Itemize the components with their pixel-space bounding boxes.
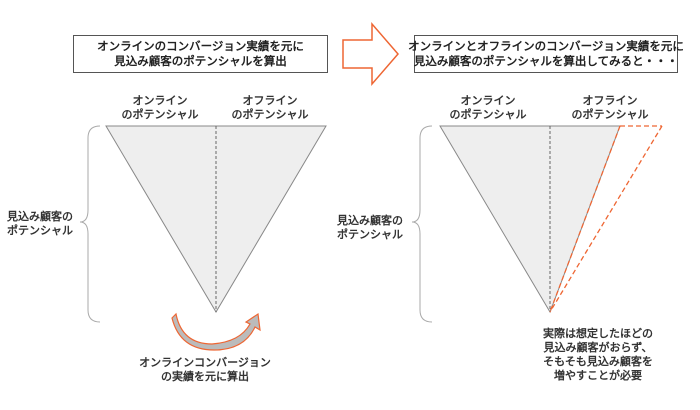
left-axis-label-line-2: ポテンシャル <box>7 224 73 237</box>
right-title-line-1: オンラインとオフラインのコンバージョン実績を元に <box>408 39 684 53</box>
left-offline-label: オフライン のポテンシャル <box>222 94 318 122</box>
right-online-label-line-1: オンライン <box>460 94 516 107</box>
left-curved-arrow <box>171 312 261 351</box>
left-bottom-note-line-2: の実績を元に算出 <box>161 370 249 383</box>
right-axis-label-line-1: 見込み顧客の <box>337 214 403 227</box>
left-axis-label: 見込み顧客の ポテンシャル <box>2 210 78 238</box>
right-bottom-note-line-2: 見込み顧客がおらず、 <box>543 341 653 354</box>
right-offline-label-line-2: のポテンシャル <box>571 108 649 121</box>
right-axis-label: 見込み顧客の ポテンシャル <box>332 214 408 242</box>
left-bottom-note-line-1: オンラインコンバージョン <box>139 356 271 369</box>
right-bottom-note-line-4: 増やすことが必要 <box>554 369 642 382</box>
right-axis-bracket <box>411 125 433 323</box>
left-title-line-1: オンラインのコンバージョン実績を元に <box>97 39 304 53</box>
right-offline-label: オフライン のポテンシャル <box>562 94 658 122</box>
right-online-label-line-2: のポテンシャル <box>449 108 527 121</box>
right-bottom-note: 実際は想定したほどの 見込み顧客がおらず、 そもそも見込み顧客を 増やすことが必… <box>536 327 660 383</box>
left-title-line-2: 見込み顧客のポテンシャルを算出 <box>114 54 287 68</box>
left-online-label: オンライン のポテンシャル <box>112 94 208 122</box>
right-offline-dashed-edge <box>549 125 621 313</box>
right-online-label: オンライン のポテンシャル <box>440 94 536 122</box>
right-bottom-note-line-1: 実際は想定したほどの <box>543 327 653 340</box>
right-title-box: オンラインとオフラインのコンバージョン実績を元に 見込み顧客のポテンシャルを算出… <box>408 35 684 73</box>
right-bottom-note-line-3: そもそも見込み顧客を <box>543 355 653 368</box>
left-axis-bracket <box>79 125 101 323</box>
left-bottom-note: オンラインコンバージョン の実績を元に算出 <box>130 356 280 384</box>
left-offline-label-line-1: オフライン <box>242 94 298 107</box>
left-offline-label-line-2: のポテンシャル <box>231 108 309 121</box>
left-axis-label-line-1: 見込み顧客の <box>7 210 73 223</box>
right-offline-label-line-1: オフライン <box>582 94 638 107</box>
right-title-line-2: 見込み顧客のポテンシャルを算出してみると・・・ <box>413 54 679 68</box>
left-online-label-line-2: のポテンシャル <box>121 108 199 121</box>
right-funnel-triangle <box>439 125 621 314</box>
left-online-label-line-1: オンライン <box>132 94 188 107</box>
transition-arrow <box>342 21 399 87</box>
right-offline-dashed-potential <box>549 125 663 313</box>
left-title-box: オンラインのコンバージョン実績を元に 見込み顧客のポテンシャルを算出 <box>73 35 328 73</box>
right-axis-label-line-2: ポテンシャル <box>337 228 403 241</box>
